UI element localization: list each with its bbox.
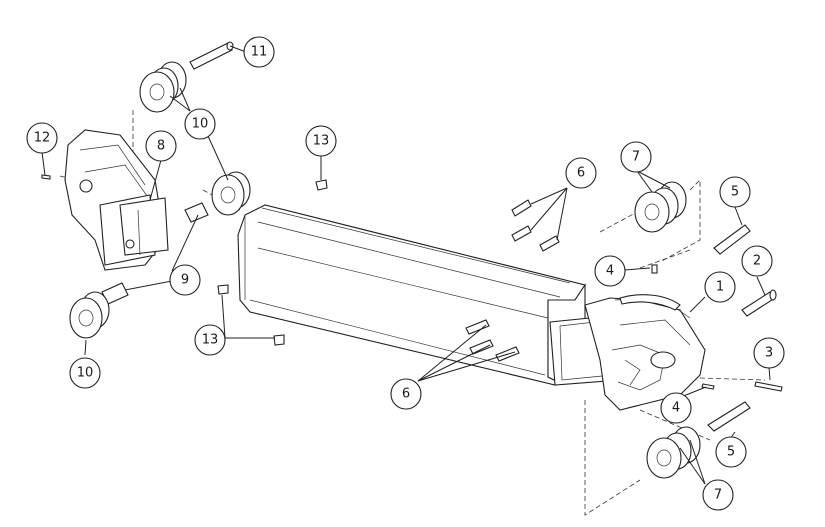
svg-text:3: 3 [765,346,773,361]
roller-7-top [634,181,687,233]
svg-text:4: 4 [606,264,614,279]
svg-text:8: 8 [157,139,165,154]
callout-5-upper: 5 [719,176,751,208]
callout-3: 3 [753,337,785,369]
main-extrusion-tube [237,204,586,386]
callout-8: 8 [145,130,177,162]
svg-text:7: 7 [632,150,640,165]
roller-10-middle [211,171,251,216]
callout-10-top: 10 [184,108,216,140]
callout-7-upper: 7 [620,141,652,173]
svg-text:7: 7 [714,488,722,503]
roller-10-top [139,61,187,113]
end-cap-housing [584,294,706,411]
callout-13-upper: 13 [305,125,337,157]
callout-6-lower: 6 [390,378,422,410]
svg-text:13: 13 [202,333,219,348]
svg-text:11: 11 [251,45,268,60]
svg-text:10: 10 [192,117,209,132]
callout-12: 12 [26,122,58,154]
svg-text:6: 6 [577,166,585,181]
svg-text:12: 12 [34,131,51,146]
hinge-bracket [64,129,169,271]
svg-text:9: 9 [181,273,189,288]
roller-7-bottom [646,426,701,479]
svg-text:13: 13 [313,134,330,149]
callout-5-lower: 5 [715,436,747,468]
svg-text:5: 5 [731,185,739,200]
pins [41,41,783,432]
svg-text:1: 1 [716,280,724,295]
callout-9: 9 [169,264,201,296]
svg-text:5: 5 [727,445,735,460]
callout-2: 2 [741,245,773,277]
svg-text:10: 10 [77,366,94,381]
callout-11: 11 [243,36,275,68]
callout-13-lower: 13 [194,324,226,356]
callout-7-lower: 7 [702,479,734,511]
rollers [69,61,701,479]
callout-10-bottom: 10 [69,357,101,389]
callout-1: 1 [704,271,736,303]
svg-text:2: 2 [753,254,761,269]
roller-10-bottom [69,291,110,339]
callout-4-lower: 4 [660,392,692,424]
rivets [465,199,560,362]
svg-text:4: 4 [672,401,680,416]
callout-6-upper: 6 [565,157,597,189]
svg-text:6: 6 [402,387,410,402]
leader-lines [41,45,771,485]
callout-4-upper: 4 [594,255,626,287]
